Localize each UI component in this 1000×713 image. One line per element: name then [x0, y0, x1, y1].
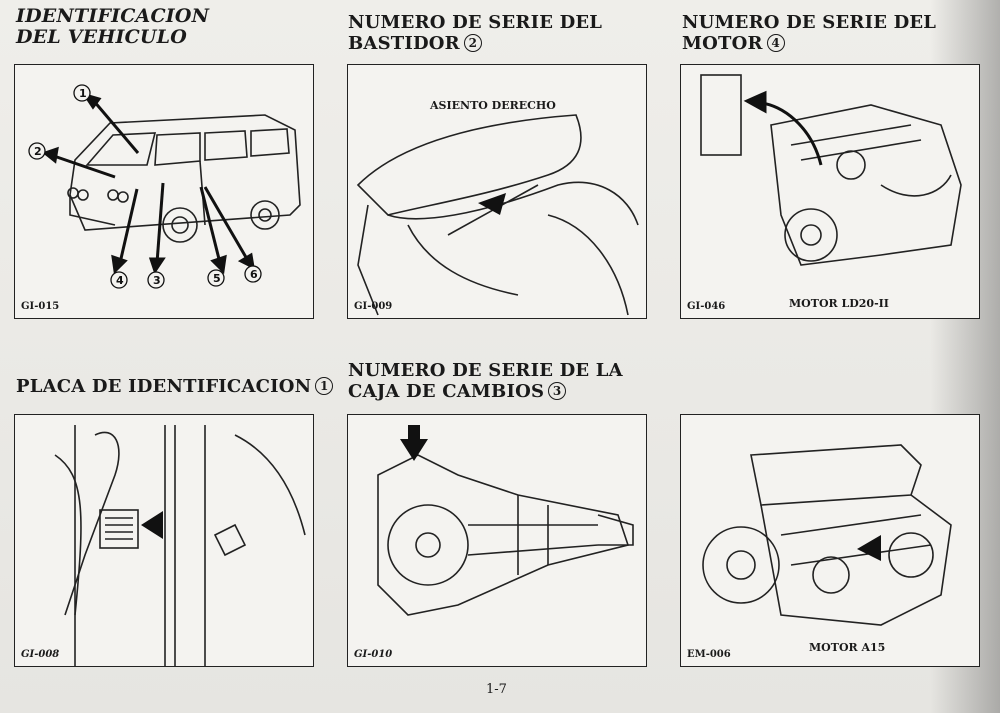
heading-line: NUMERO DE SERIE DE LA [348, 360, 623, 381]
id-plate-illustration [54, 425, 306, 666]
figure-code: GI-010 [354, 649, 393, 660]
figure-engine-a15: MOTOR A15 EM-006 [680, 414, 980, 667]
figure-id-plate: GI-008 [14, 414, 314, 667]
callout-number: 4 [116, 274, 124, 287]
figure-code: GI-046 [687, 301, 726, 312]
reference-number-badge: 1 [315, 377, 334, 395]
reference-number-badge: 3 [548, 382, 567, 400]
figure-code: EM-006 [687, 649, 731, 660]
heading-line: PLACA DE IDENTIFICACION [16, 376, 312, 397]
heading-line: DEL VEHICULO [16, 26, 187, 48]
heading-line: IDENTIFICACION [16, 5, 210, 27]
engine-a15-illustration [702, 444, 952, 626]
reference-number-badge: 2 [463, 34, 482, 52]
callout-number: 6 [250, 268, 258, 281]
figure-gearbox: GI-010 [347, 414, 647, 667]
callout-number: 3 [153, 274, 161, 287]
figure-code: GI-015 [21, 301, 60, 312]
figure-caption: ASIENTO DERECHO [430, 99, 556, 112]
heading-line: NUMERO DE SERIE DEL [682, 12, 937, 33]
figure-engine-ld20: MOTOR LD20-II GI-046 [680, 64, 980, 319]
figure-caption: MOTOR A15 [809, 641, 886, 654]
heading-line: MOTOR [682, 33, 763, 54]
seat-illustration [356, 114, 639, 316]
heading-line: BASTIDOR [348, 33, 460, 54]
engine-ld20-illustration [700, 74, 962, 266]
gearbox-illustration [377, 425, 634, 616]
figure-chassis-serial-seat: ASIENTO DERECHO GI-009 [347, 64, 647, 319]
heading-line: NUMERO DE SERIE DEL [348, 12, 603, 33]
figure-caption: MOTOR LD20-II [789, 297, 889, 310]
van-illustration: 1 2 3 4 5 6 [28, 84, 301, 289]
section-heading-vehicle-id: IDENTIFICACION DEL VEHICULO [16, 6, 209, 48]
seat-arrow [478, 193, 506, 215]
page-number: 1-7 [486, 682, 507, 697]
heading-line: CAJA DE CAMBIOS [348, 381, 545, 402]
figure-code: GI-009 [354, 301, 393, 312]
callout-number: 2 [34, 145, 42, 158]
figure-van-id-locations: 1 2 3 4 5 6 GI-015 [14, 64, 314, 319]
callout-number: 1 [79, 87, 87, 100]
reference-number-badge: 4 [766, 34, 785, 52]
callout-number: 5 [213, 272, 221, 285]
figure-code: GI-008 [21, 649, 60, 660]
